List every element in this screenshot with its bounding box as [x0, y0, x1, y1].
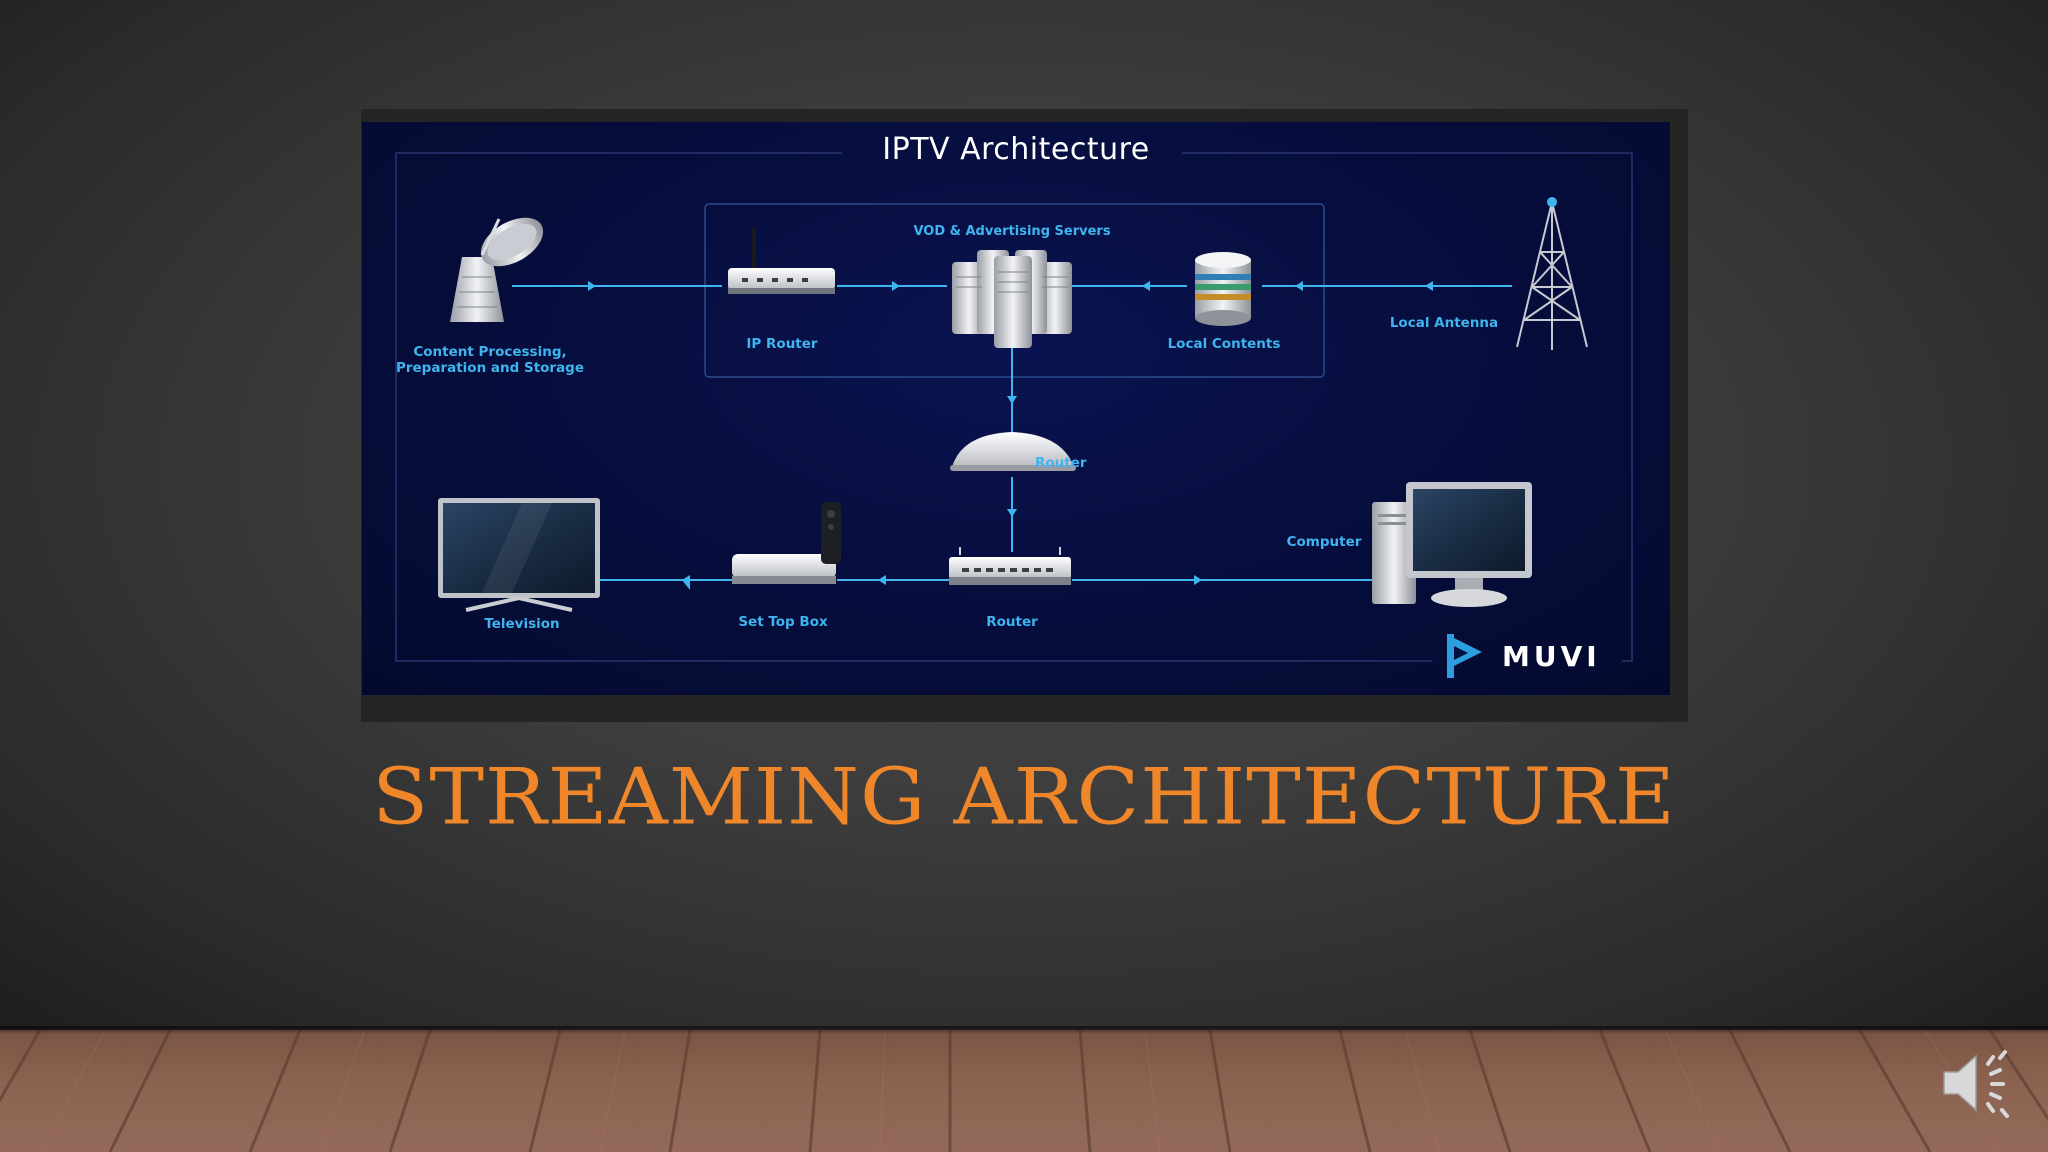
muvi-logo-icon	[1447, 634, 1482, 678]
diagram-canvas	[395, 152, 1633, 678]
antenna-tower-icon	[1516, 197, 1588, 350]
computer-icon	[1372, 482, 1532, 607]
router-mid-icon	[950, 432, 1076, 471]
label-local-antenna: Local Antenna	[1389, 315, 1499, 331]
diagram-border	[395, 152, 1633, 662]
router-bottom-icon	[949, 547, 1071, 585]
television-icon	[438, 498, 600, 612]
vod-server-group-box	[704, 203, 1325, 378]
label-ip-router: IP Router	[746, 336, 818, 352]
label-router-bottom: Router	[986, 614, 1038, 630]
label-local-contents: Local Contents	[1167, 336, 1281, 352]
label-computer: Computer	[1286, 534, 1362, 550]
slide-heading: STREAMING ARCHITECTURE	[372, 752, 1676, 843]
label-vod-servers: VOD & Advertising Servers	[913, 224, 1111, 239]
iptv-diagram-image: IPTV Architecture Content Processing, Pr…	[362, 122, 1670, 695]
label-television: Television	[484, 616, 560, 632]
speaker-volume-icon[interactable]	[1936, 1044, 2026, 1124]
brand-logo-text: MUVI	[1502, 640, 1601, 673]
diagram-title: IPTV Architecture	[882, 132, 1150, 167]
set-top-box-icon	[732, 502, 841, 584]
database-icon	[1195, 252, 1251, 326]
vod-servers-icon	[952, 250, 1072, 348]
wooden-floor	[0, 1030, 2048, 1152]
floor-edge-shadow	[0, 1026, 2048, 1034]
satellite-dish-icon	[450, 217, 544, 322]
flow-arrows	[588, 281, 1433, 590]
label-set-top-box: Set Top Box	[738, 614, 828, 630]
ip-router-icon	[728, 227, 835, 294]
label-content-processing: Content Processing, Preparation and Stor…	[395, 344, 585, 376]
label-router-mid: Router	[1035, 455, 1087, 471]
